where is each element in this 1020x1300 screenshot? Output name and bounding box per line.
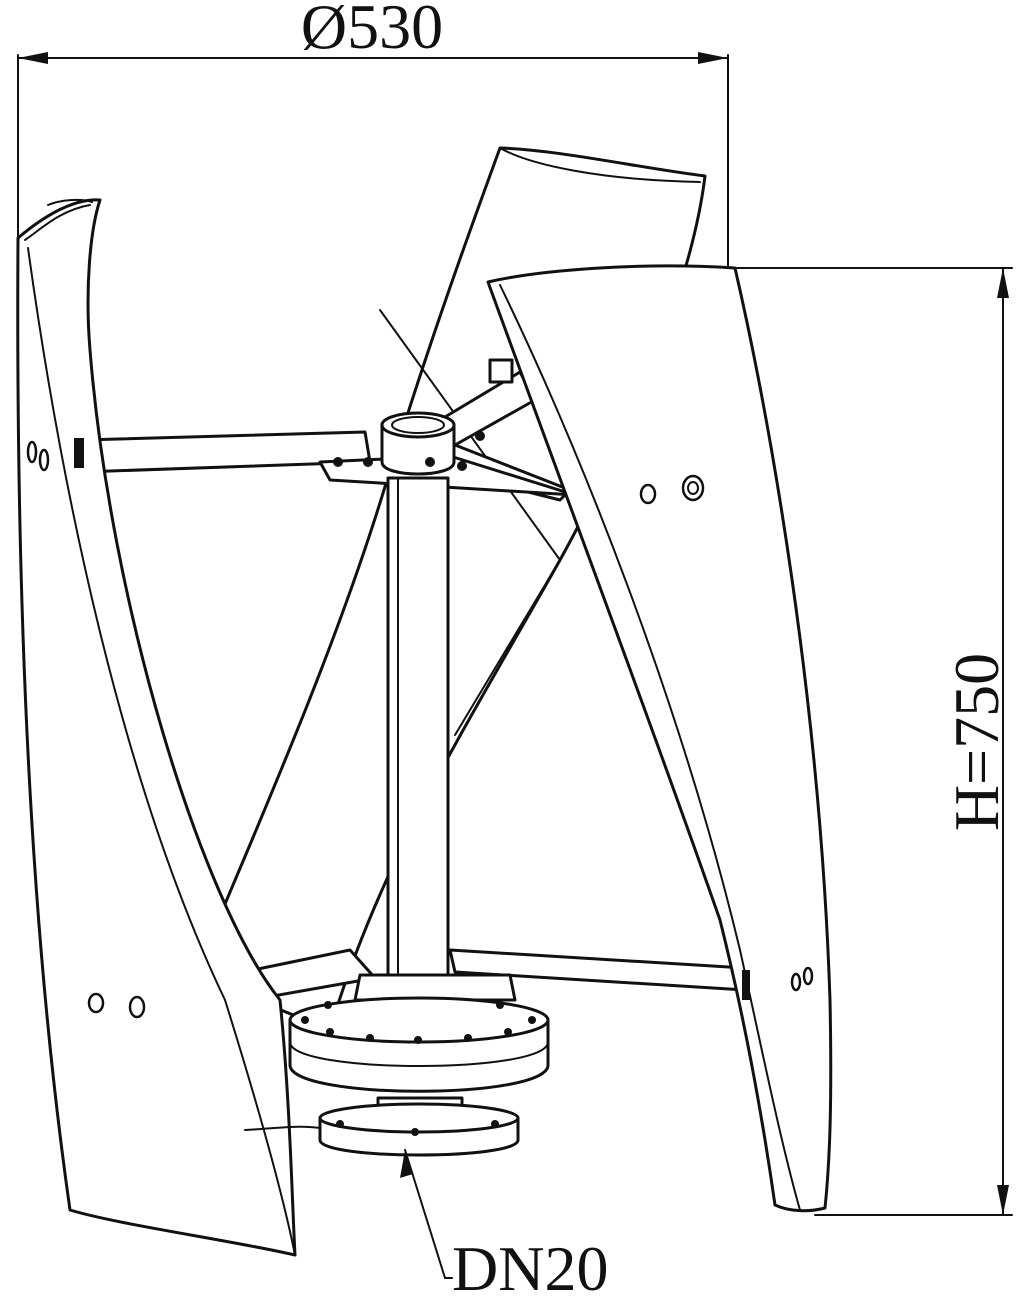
flange-top: [318, 1102, 520, 1134]
left-blade-hole: [38, 448, 50, 472]
generator-cable: [244, 1125, 321, 1131]
upper-arms: [80, 358, 577, 502]
arm-bracket: [488, 358, 514, 384]
left-blade-hole: [87, 992, 105, 1014]
height-label: H=750: [941, 653, 1012, 831]
top-hub: [380, 423, 456, 476]
diameter-label: Ø530: [301, 0, 443, 62]
left-blade-hole: [128, 995, 146, 1019]
left-blade-hole: [26, 440, 38, 464]
diameter-arrow-right: [698, 52, 728, 64]
left-arm-bolt: [74, 438, 84, 468]
central-shaft: [333, 411, 485, 995]
height-arrow-top: [997, 268, 1009, 298]
diameter-arrow-left: [18, 52, 48, 64]
height-arrow-bottom: [997, 1185, 1009, 1215]
left-blade: [16, 198, 321, 1257]
right-blade-hole: [639, 483, 657, 505]
right-blade-hole: [802, 966, 814, 986]
right-arm-bolt: [742, 970, 750, 1000]
height-dimension: H=750: [729, 267, 1013, 1216]
generator-assembly: [288, 996, 550, 1157]
diameter-dimension: Ø530: [17, 0, 729, 269]
right-blade-hole: [790, 972, 802, 992]
lower-hub-plate: [353, 973, 517, 1002]
right-blade-hole: [681, 474, 705, 502]
flange-callout: DN20: [400, 1149, 608, 1300]
right-blade: [486, 264, 833, 1213]
flange-label: DN20: [452, 1233, 608, 1300]
flange-leader-arrow: [400, 1150, 413, 1178]
